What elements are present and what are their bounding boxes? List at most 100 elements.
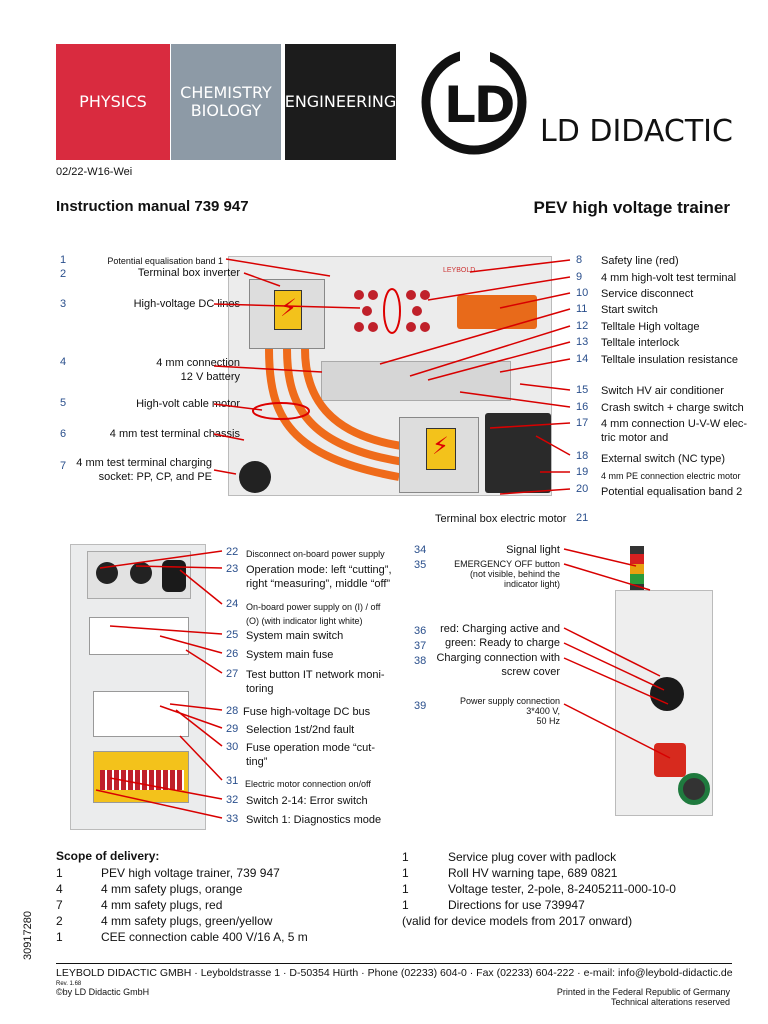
label-num-33: 33 xyxy=(226,813,239,825)
label-ready-to-charge: green: Ready to charge xyxy=(445,637,560,649)
label-num-14: 14 xyxy=(576,353,589,365)
label-terminal-box-inverter: Terminal box inverter xyxy=(137,267,240,279)
ld-logo-text: LD DIDACTIC xyxy=(540,114,733,149)
scope-right-qty-1: 1 xyxy=(402,866,409,880)
switch-plate xyxy=(87,551,191,599)
chemistry-biology-label: CHEMISTRY BIOLOGY xyxy=(180,83,272,120)
label-num-27: 27 xyxy=(226,668,239,680)
engineering-label: ENGINEERING xyxy=(284,92,397,111)
label-diagnostics-mode: Switch 1: Diagnostics mode xyxy=(246,814,382,826)
main-switch-rail xyxy=(89,617,189,655)
label-hv-cable-motor: High-volt cable motor xyxy=(136,398,240,410)
cee-socket xyxy=(654,743,686,777)
label-num-28: 28 xyxy=(226,705,239,717)
label-pe-connection: 4 mm PE connection electric motor xyxy=(601,471,741,481)
engineering-tile: ENGINEERING xyxy=(285,44,396,160)
ld-logo-mark-text: LD xyxy=(444,76,515,134)
physics-label: PHYSICS xyxy=(79,92,147,111)
label-num-36: 36 xyxy=(414,625,427,637)
charging-socket xyxy=(650,677,684,711)
label-num-12: 12 xyxy=(576,320,589,332)
label-12v-battery: 4 mm connection 12 V battery xyxy=(156,357,240,383)
label-num-21: 21 xyxy=(576,512,589,524)
footer-rev: Rev. 1.68 xyxy=(56,981,82,987)
scope-right-item-3: Directions for use 739947 xyxy=(448,898,585,912)
label-num-13: 13 xyxy=(576,336,589,348)
scope-left-item-3: 4 mm safety plugs, green/yellow xyxy=(101,914,273,928)
scope-left-item-0: PEV high voltage trainer, 739 947 xyxy=(101,866,280,880)
scope-left-item-4: CEE connection cable 400 V/16 A, 5 m xyxy=(101,930,308,944)
label-num-34: 34 xyxy=(414,544,427,556)
trainer-panel-photo: LEYBOLD ⚡ ⚡ xyxy=(228,256,552,496)
label-potential-band-1: Potential equalisation band 1 xyxy=(107,256,223,266)
label-num-31: 31 xyxy=(226,775,239,787)
label-num-3: 3 xyxy=(60,298,67,310)
label-switch-hv-ac: Switch HV air conditioner xyxy=(601,385,724,397)
label-num-23: 23 xyxy=(226,563,239,575)
label-motor-connection: Electric motor connection on/off xyxy=(245,779,371,789)
label-num-16: 16 xyxy=(576,401,589,413)
motor-hv-warning-icon: ⚡ xyxy=(432,433,449,460)
label-external-switch: External switch (NC type) xyxy=(601,453,726,465)
product-title: PEV high voltage trainer xyxy=(533,198,731,217)
label-num-2: 2 xyxy=(60,268,67,280)
external-switch-box xyxy=(485,413,551,493)
footer-alterations: Technical alterations reserved xyxy=(610,997,730,1007)
scope-note: (valid for device models from 2017 onwar… xyxy=(402,914,633,928)
label-disconnect-onboard: Disconnect on-board power supply xyxy=(246,549,385,559)
scope-left-item-1: 4 mm safety plugs, orange xyxy=(101,882,243,896)
footer-address: LEYBOLD DIDACTIC GMBH · Leyboldstrasse 1… xyxy=(56,967,733,979)
label-num-32: 32 xyxy=(226,794,239,806)
label-main-switch: System main switch xyxy=(246,630,344,642)
scope-left-qty-3: 2 xyxy=(56,914,63,928)
label-test-terminal-chassis: 4 mm test terminal chassis xyxy=(109,428,240,440)
label-fuse-operation-mode: Fuse operation mode “cut- ting” xyxy=(246,742,376,768)
label-fuse-hv-dc: Fuse high-voltage DC bus xyxy=(243,706,371,718)
doc-code: 02/22-W16-Wei xyxy=(56,166,133,178)
label-telltale-hv: Telltale High voltage xyxy=(601,321,700,333)
chemistry-biology-tile: CHEMISTRY BIOLOGY xyxy=(171,44,281,160)
label-hv-dc-lines: High-voltage DC lines xyxy=(133,298,240,310)
label-charging-connection: Charging connection with screw cover xyxy=(436,652,560,678)
label-telltale-insulation: Telltale insulation resistance xyxy=(601,354,738,366)
manual-title: Instruction manual 739 947 xyxy=(56,198,249,215)
label-selection-fault: Selection 1st/2nd fault xyxy=(246,724,355,736)
cabinet-photo xyxy=(70,544,206,830)
label-num-22: 22 xyxy=(226,546,239,558)
label-onboard-power: On-board power supply on (I) / off (O) (… xyxy=(246,602,381,626)
error-switch-rail xyxy=(93,751,189,803)
fuse-rail xyxy=(93,691,189,737)
label-emergency-off: EMERGENCY OFF button (not visible, behin… xyxy=(454,559,560,589)
label-safety-line: Safety line (red) xyxy=(601,255,679,267)
scope-right-qty-0: 1 xyxy=(402,850,409,864)
label-crash-switch: Crash switch + charge switch xyxy=(601,402,744,414)
label-charging-socket: 4 mm test terminal charging socket: PP, … xyxy=(76,457,212,483)
label-signal-light: Signal light xyxy=(506,544,560,556)
motor-terminal-box: ⚡ xyxy=(399,417,479,493)
scope-heading: Scope of delivery: xyxy=(56,849,160,863)
label-num-10: 10 xyxy=(576,287,589,299)
label-num-18: 18 xyxy=(576,450,589,462)
label-num-19: 19 xyxy=(576,466,589,478)
label-num-5: 5 xyxy=(60,397,67,409)
scope-right-qty-3: 1 xyxy=(402,898,409,912)
label-num-26: 26 xyxy=(226,648,239,660)
scope-right-item-2: Voltage tester, 2-pole, 8-2405211-000-10… xyxy=(448,882,676,896)
label-num-39: 39 xyxy=(414,700,427,712)
panel-brand: LEYBOLD xyxy=(443,267,476,274)
label-num-1: 1 xyxy=(60,254,67,266)
label-num-11: 11 xyxy=(576,303,588,315)
label-num-6: 6 xyxy=(60,428,67,440)
side-code: 30917280 xyxy=(22,911,34,960)
side-unit-photo xyxy=(615,590,713,816)
label-num-24: 24 xyxy=(226,598,239,610)
physics-tile: PHYSICS xyxy=(56,44,170,160)
scope-left-qty-4: 1 xyxy=(56,930,63,944)
label-charging-active: red: Charging active and xyxy=(440,623,560,635)
scope-left-qty-2: 7 xyxy=(56,898,63,912)
label-telltale-interlock: Telltale interlock xyxy=(601,337,680,349)
label-num-37: 37 xyxy=(414,640,427,652)
scope-right-item-1: Roll HV warning tape, 689 0821 xyxy=(448,866,618,880)
scope-left-qty-0: 1 xyxy=(56,866,63,880)
scope-left-item-2: 4 mm safety plugs, red xyxy=(101,898,223,912)
